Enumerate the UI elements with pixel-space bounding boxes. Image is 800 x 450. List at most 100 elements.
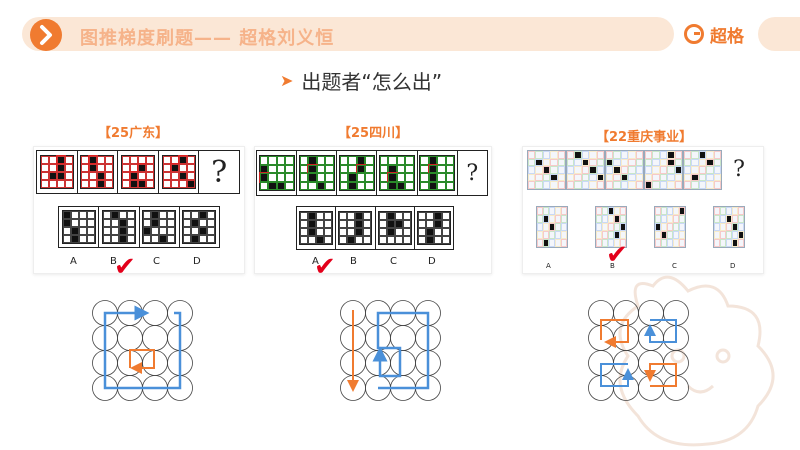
circle-cell (117, 325, 143, 351)
figure-cell (337, 151, 378, 195)
figure-grid[interactable] (101, 210, 136, 244)
figure-cell (59, 207, 100, 247)
check-icon: ✔ (114, 252, 136, 282)
brand-logo: 超格 (684, 21, 744, 47)
panel-label-2: 【25四川】 (338, 126, 409, 141)
figure-grid (683, 150, 722, 190)
circle-cell (638, 300, 664, 326)
option-label[interactable]: D (730, 262, 736, 270)
figure-cell (297, 151, 338, 195)
circle-cell (638, 375, 664, 401)
option-label[interactable]: B (610, 262, 615, 270)
figure-grid (595, 206, 627, 248)
question-mark: ? (211, 154, 228, 190)
circle-cell (365, 350, 391, 376)
figure-grid[interactable] (182, 210, 217, 244)
figure-grid[interactable] (299, 211, 334, 245)
path-arrow-blue (103, 305, 182, 390)
figure-cell (180, 207, 219, 247)
question-row-1: ? (36, 150, 240, 194)
figure-cell (418, 151, 458, 195)
figure-cell: ? (199, 151, 239, 193)
option-label[interactable]: D (428, 256, 436, 267)
figure-grid (566, 150, 605, 190)
subtitle-text: 出题者“怎么出” (301, 70, 443, 94)
figure-grid (161, 155, 196, 189)
figure-grid[interactable] (377, 211, 412, 245)
figure-grid (378, 155, 415, 191)
option-label[interactable]: A (70, 256, 77, 267)
option-label[interactable]: C (153, 256, 160, 267)
figure-grid (605, 150, 644, 190)
figure-grid (298, 155, 335, 191)
options-row-2 (296, 206, 454, 250)
figure-grid[interactable] (61, 210, 96, 244)
circle-cell (613, 325, 639, 351)
option-label[interactable]: C (390, 256, 397, 267)
path-arrow-orange (644, 363, 677, 387)
figure-grid (120, 155, 155, 189)
slide-subtitle: ➤ 出题者“怎么出” (280, 66, 442, 95)
figure-cell (336, 207, 376, 249)
panel-label-1: 【25广东】 (98, 126, 169, 141)
circle-cell (142, 325, 168, 351)
check-icon: ✔ (314, 252, 336, 282)
figure-grid[interactable] (416, 211, 451, 245)
figure-grid (419, 155, 456, 191)
figure-grid (713, 206, 745, 248)
circle-path-diagram-2 (340, 300, 441, 401)
path-arrow-orange (600, 319, 629, 348)
options-row-1 (58, 206, 220, 248)
circle-path-diagram-3 (588, 300, 689, 401)
figure-cell: ? (458, 151, 487, 195)
option-label[interactable]: C (672, 262, 677, 270)
path-arrow-blue (644, 319, 677, 343)
figure-grid (527, 150, 566, 190)
path-arrow-orange (129, 349, 155, 374)
triangle-right-icon: ➤ (280, 71, 294, 90)
figure-grid (80, 155, 115, 189)
figure-cell (257, 151, 298, 195)
figure-grid (654, 206, 686, 248)
figure-cell (377, 151, 418, 195)
arrow-right-icon[interactable] (30, 19, 62, 51)
header-title: 图推梯度刷题—— 超格刘义恒 (80, 28, 335, 49)
figure-cell (159, 151, 200, 193)
question-mark: ? (466, 160, 479, 186)
option-label[interactable]: D (193, 256, 201, 267)
circle-cell (390, 350, 416, 376)
panel-label-3: 【22重庆事业】 (596, 130, 693, 145)
circle-cell (142, 300, 168, 326)
option-label[interactable]: B (350, 256, 357, 267)
logo-text: 超格 (710, 26, 744, 47)
circle-path-diagram-1 (92, 300, 193, 401)
header-right-tab (758, 17, 800, 51)
circle-cell (613, 300, 639, 326)
figure-cell (37, 151, 78, 193)
question-row-2: ? (256, 150, 488, 196)
option-label[interactable]: A (546, 262, 551, 270)
figure-grid (536, 206, 568, 248)
figure-grid (644, 150, 683, 190)
question-mark: ? (733, 156, 745, 182)
circle-cell (613, 375, 639, 401)
figure-cell (78, 151, 119, 193)
figure-cell (118, 151, 159, 193)
logo-icon (684, 24, 704, 44)
mascot-watermark (618, 275, 775, 447)
figure-cell (376, 207, 415, 249)
header-bar (22, 17, 674, 51)
figure-cell (415, 207, 453, 249)
option-label[interactable]: A (312, 256, 319, 267)
check-icon: ✔ (606, 240, 628, 270)
path-arrow-blue (372, 311, 430, 390)
figure-grid (338, 155, 375, 191)
figure-cell (297, 207, 337, 249)
figure-grid[interactable] (142, 210, 177, 244)
figure-grid (39, 155, 74, 189)
figure-grid[interactable] (338, 211, 373, 245)
path-arrow-blue (600, 363, 634, 387)
figure-cell (99, 207, 140, 247)
option-label[interactable]: B (110, 256, 117, 267)
figure-cell (140, 207, 180, 247)
